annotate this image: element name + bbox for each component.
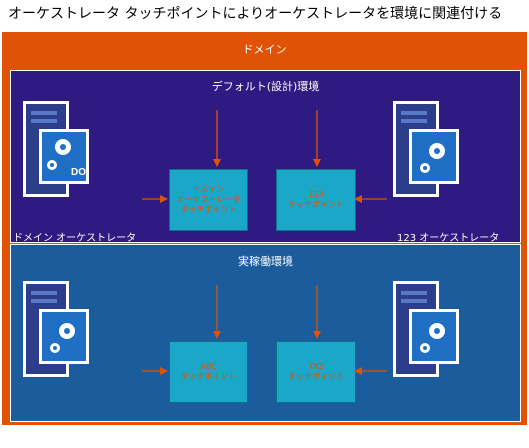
orchestrator-123-server-icon [393,101,459,197]
domain-container: ドメイン デフォルト(設計)環境 DO ドメイン オーケストレータ [2,32,527,448]
design-environment-label: デフォルト(設計)環境 [211,80,320,93]
domain-orchestrator-touchpoint: ドメイン オーケストレータ タッチポイント [169,169,248,231]
design-environment: デフォルト(設計)環境 DO ドメイン オーケストレータ [10,70,521,244]
xyz-orchestrator-server-icon [393,281,459,377]
gear-icon [50,323,75,353]
production-environment: 実稼働環境 ABC オーケストレータ [10,244,521,448]
production-environment-label: 実稼働環境 [238,255,293,268]
abc-orchestrator-server-icon [23,281,89,377]
abc-orchestrator-label: ABC オーケストレータ [15,437,119,448]
xyz-orchestrator-label: XYZ オーケストレータ [395,437,498,448]
connector-arrows [142,110,387,375]
do-badge: DO [71,167,86,178]
gear-icon [420,323,445,353]
gear-icon [420,143,445,173]
domain-orchestrator-server-icon: DO [23,101,89,197]
domain-label: ドメイン [242,43,287,56]
domain-orchestrator-label: ドメイン オーケストレータ [13,233,137,244]
abc-touchpoint: ABC タッチポイント [169,341,248,403]
diagram-title: オーケストレータ タッチポイントによりオーケストレータを環境に関連付ける [8,6,503,22]
gear-icon [47,139,71,170]
xyz-touchpoint: XYZ タッチポイント [276,341,356,403]
orchestrator-123-label: 123 オーケストレータ [397,233,500,244]
